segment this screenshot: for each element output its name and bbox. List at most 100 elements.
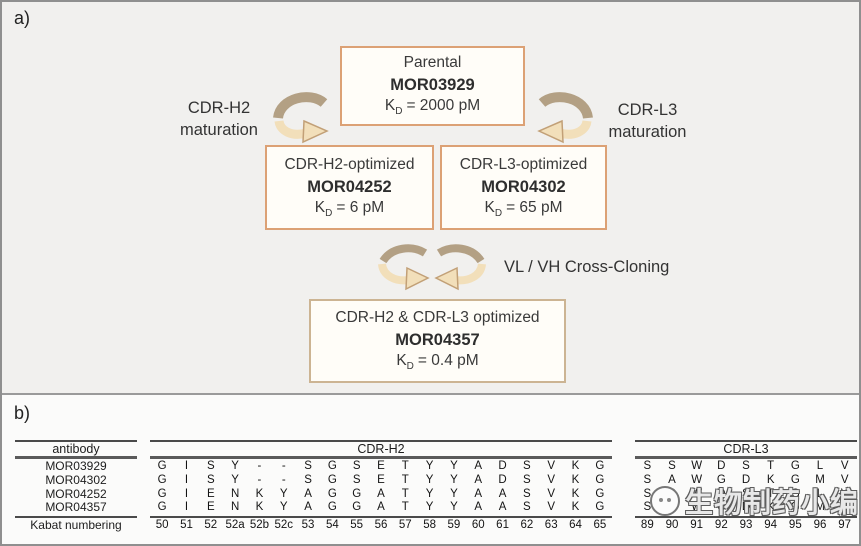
kd-value: = 2000 pM (406, 97, 481, 115)
panel-a: a) Parental MOR03929 KD= 2000 pM CDR-H2-… (2, 2, 859, 393)
column-header: CDR-L3 (635, 440, 857, 456)
seq-cell: V (840, 473, 849, 486)
seq-cell: G (716, 473, 726, 486)
kabat-number: 65 (593, 518, 607, 531)
column-header: antibody (15, 440, 137, 456)
seq-cell: T (401, 473, 409, 486)
seq-cell: Y (450, 460, 458, 472)
seq-cell: A (668, 473, 676, 486)
seq-cell: I (184, 487, 189, 500)
box-title: CDR-H2 & CDR-L3 optimized (335, 309, 540, 327)
kd-subscript: D (406, 361, 414, 373)
seq-cell: I (184, 460, 189, 472)
seq-cell: V (840, 487, 849, 500)
seq-cell: S (668, 460, 676, 472)
seq-cell: Y (450, 487, 458, 500)
kd-symbol: K (384, 97, 396, 115)
seq-cell: G (327, 501, 337, 514)
kd-value: = 0.4 pM (417, 352, 479, 370)
seq-cell: T (401, 460, 409, 472)
seq-cell: A (498, 501, 507, 514)
seq-cell: D (498, 473, 507, 486)
kabat-number: 56 (374, 518, 388, 531)
seq-cell: W (691, 501, 703, 514)
kabat-number: 55 (350, 518, 364, 531)
seq-cell: G (595, 460, 605, 472)
seq-cell: K (766, 473, 775, 486)
kabat-number: 52 (204, 518, 218, 531)
seq-cell: G (595, 501, 605, 514)
panel-b-label: b) (14, 403, 31, 423)
kabat-number: 62 (520, 518, 534, 531)
seq-cell: W (691, 473, 703, 486)
seq-cell: A (304, 487, 312, 500)
seq-cell: G (157, 473, 167, 486)
kabat-number: 53 (301, 518, 315, 531)
kabat-number: 57 (398, 518, 412, 531)
kd-symbol: K (396, 352, 407, 370)
watermark: 生物制药小编 (650, 481, 859, 521)
kabat-number: 52c (274, 518, 293, 531)
kabat-label: Kabat numbering (30, 517, 122, 532)
seq-cell: S (523, 460, 531, 472)
seq-cell: A (474, 487, 483, 500)
cdr-l3-optimized-box: CDR-L3-optimized MOR04302 KD= 65 pM (440, 145, 607, 230)
box-kd: KD= 0.4 pM (396, 351, 478, 374)
seq-cell: G (790, 473, 800, 486)
seq-cell: - (281, 460, 286, 472)
seq-cell: G (157, 460, 167, 472)
seq-cell: T (401, 501, 409, 514)
seq-cell: S (523, 473, 531, 486)
seq-cell: G (157, 501, 167, 514)
seq-cell: G (790, 487, 800, 500)
parental-box: Parental MOR03929 KD= 2000 pM (340, 46, 525, 126)
seq-cell: V (840, 501, 849, 514)
seq-cell: V (547, 501, 556, 514)
seq-cell: G (595, 473, 605, 486)
kd-value: = 6 pM (336, 198, 385, 216)
seq-cell: S (742, 487, 750, 500)
seq-cell: L (816, 487, 824, 500)
kabat-number: 52a (225, 518, 245, 531)
seq-cell: G (327, 473, 337, 486)
seq-cell: Y (279, 487, 288, 500)
seq-cell: D (717, 460, 726, 472)
column-header: CDR-H2 (150, 440, 612, 456)
kabat-number: 97 (838, 518, 852, 531)
seq-cell: S (304, 460, 312, 472)
watermark-text: 生物制药小编 (685, 487, 860, 518)
seq-cell: S (523, 501, 531, 514)
kabat-number: 94 (764, 518, 778, 531)
kd-subscript: D (494, 207, 503, 219)
seq-cell: E (206, 487, 215, 500)
seq-cell: S (304, 473, 312, 486)
panel-divider (2, 393, 859, 395)
kabat-number: 52b (249, 518, 269, 531)
seq-cell: Y (425, 460, 434, 472)
cross-cloning-label: VL / VH Cross-Cloning (504, 258, 670, 276)
kabat-number: 93 (739, 518, 753, 531)
seq-cell: W (691, 460, 703, 472)
kabat-number: 91 (690, 518, 704, 531)
seq-cell: K (766, 501, 775, 514)
seq-cell: G (716, 501, 726, 514)
kabat-number: 60 (471, 518, 485, 531)
seq-cell: I (184, 501, 189, 514)
kabat-number: 89 (640, 518, 654, 531)
kabat-number: 90 (665, 518, 679, 531)
seq-cell: N (230, 487, 240, 500)
seq-cell: G (790, 460, 800, 472)
seq-cell: K (571, 473, 580, 486)
curved-maturation-arrow-icon (273, 92, 329, 144)
seq-cell: M (815, 501, 825, 514)
box-kd: KD= 65 pM (484, 198, 562, 221)
seq-cell: S (206, 460, 215, 472)
curved-maturation-arrow-icon (537, 92, 593, 144)
seq-cell: T (767, 487, 775, 500)
